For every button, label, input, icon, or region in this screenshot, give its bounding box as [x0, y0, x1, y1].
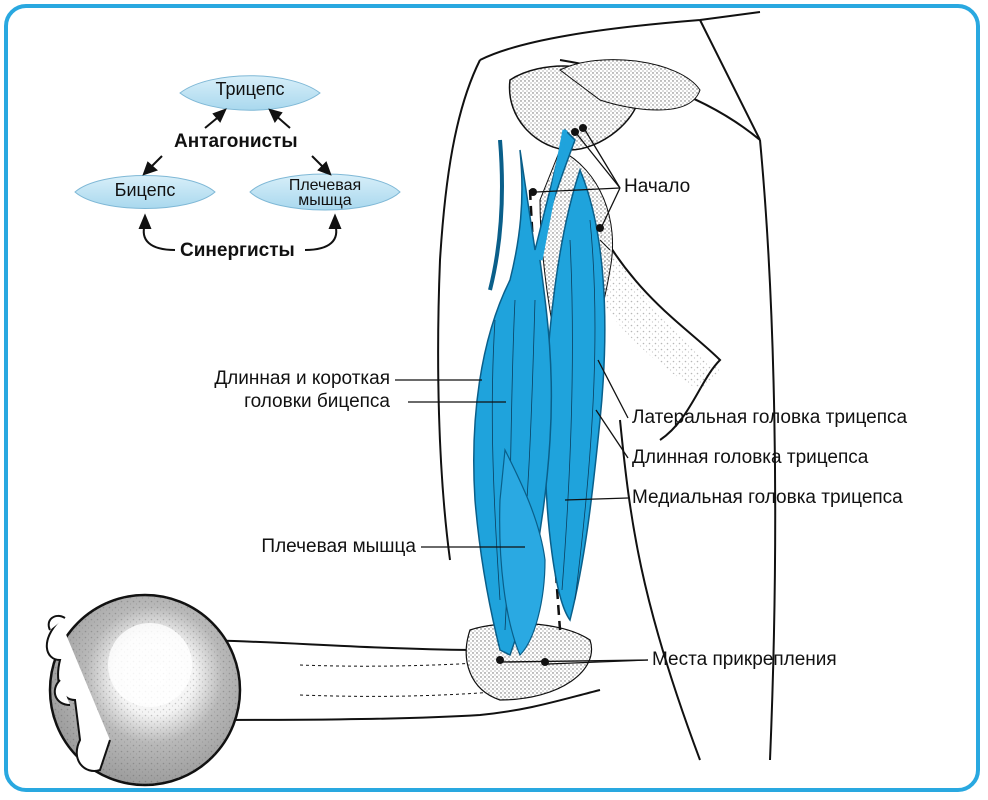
brachialis-muscle-label: Плечевая мышца [200, 536, 416, 558]
antagonists-label: Антагонисты [174, 131, 298, 153]
origin-label: Начало [624, 176, 690, 198]
triceps-label: Трицепс [195, 82, 305, 97]
biceps-heads-label-l1: Длинная и короткая [160, 368, 390, 390]
biceps-heads-label-l2: головки бицепса [160, 391, 390, 413]
synergists-label: Синергисты [180, 240, 295, 262]
brachialis-label-l2: мышца [270, 193, 380, 208]
brachialis-label-l1: Плечевая [270, 178, 380, 193]
triceps-long-label: Длинная головка трицепса [632, 447, 868, 469]
triceps-lateral-label: Латеральная головка трицепса [632, 407, 907, 429]
biceps-label: Бицепс [85, 183, 205, 198]
triceps-medial-label: Медиальная головка трицепса [632, 487, 903, 509]
insertion-label: Места прикрепления [652, 649, 837, 671]
